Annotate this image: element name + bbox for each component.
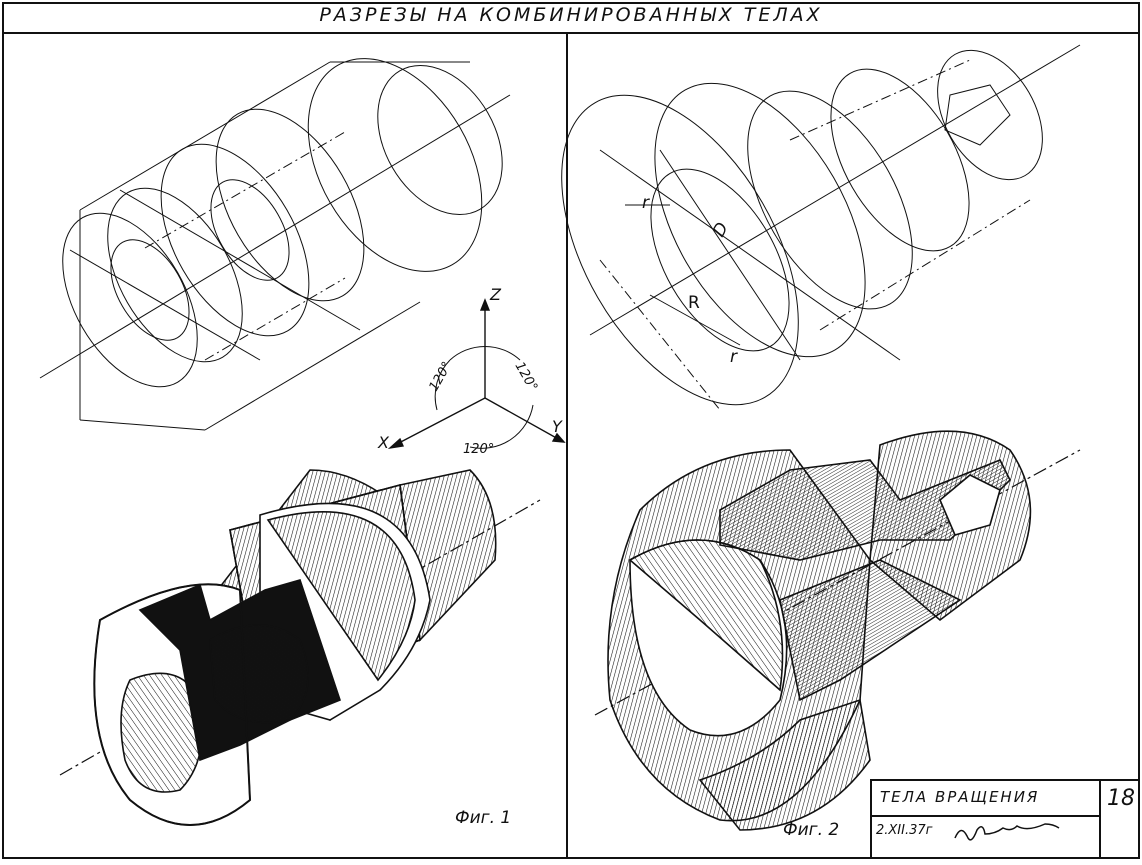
axes-diagram: [387, 298, 566, 450]
axis-angle-bottom: 120°: [463, 442, 494, 457]
figure-2-label: Фиг. 2: [783, 820, 840, 840]
figure-1-label: Фиг. 1: [455, 808, 512, 828]
title-block-sheet-number: 18: [1107, 786, 1135, 811]
sheet-title: РАЗРЕЗЫ НА КОМБИНИРОВАННЫХ ТЕЛАХ: [319, 4, 823, 26]
dim-D: D: [709, 219, 733, 240]
dim-r-top: r: [642, 193, 650, 213]
title-block-name: ТЕЛА ВРАЩЕНИЯ: [880, 788, 1040, 806]
dim-r-bottom: r: [730, 347, 738, 367]
axis-z-label: Z: [489, 285, 502, 304]
fig2-rendered-body: [594, 430, 1081, 831]
fig2-construction-wireframe: [561, 44, 1081, 411]
signature-mark: [954, 823, 1060, 841]
fig1-rendered-body: [59, 469, 541, 826]
title-block-frame: [870, 779, 1140, 859]
fig1-construction-wireframe: [39, 58, 511, 431]
dim-R: R: [688, 293, 700, 313]
axis-angle-right: 120°: [512, 360, 541, 395]
title-block-date: 2.XII.37г: [876, 823, 933, 838]
axis-angle-left: 120°: [426, 359, 455, 394]
axis-x-label: X: [377, 433, 390, 452]
axis-y-label: Y: [552, 417, 563, 436]
